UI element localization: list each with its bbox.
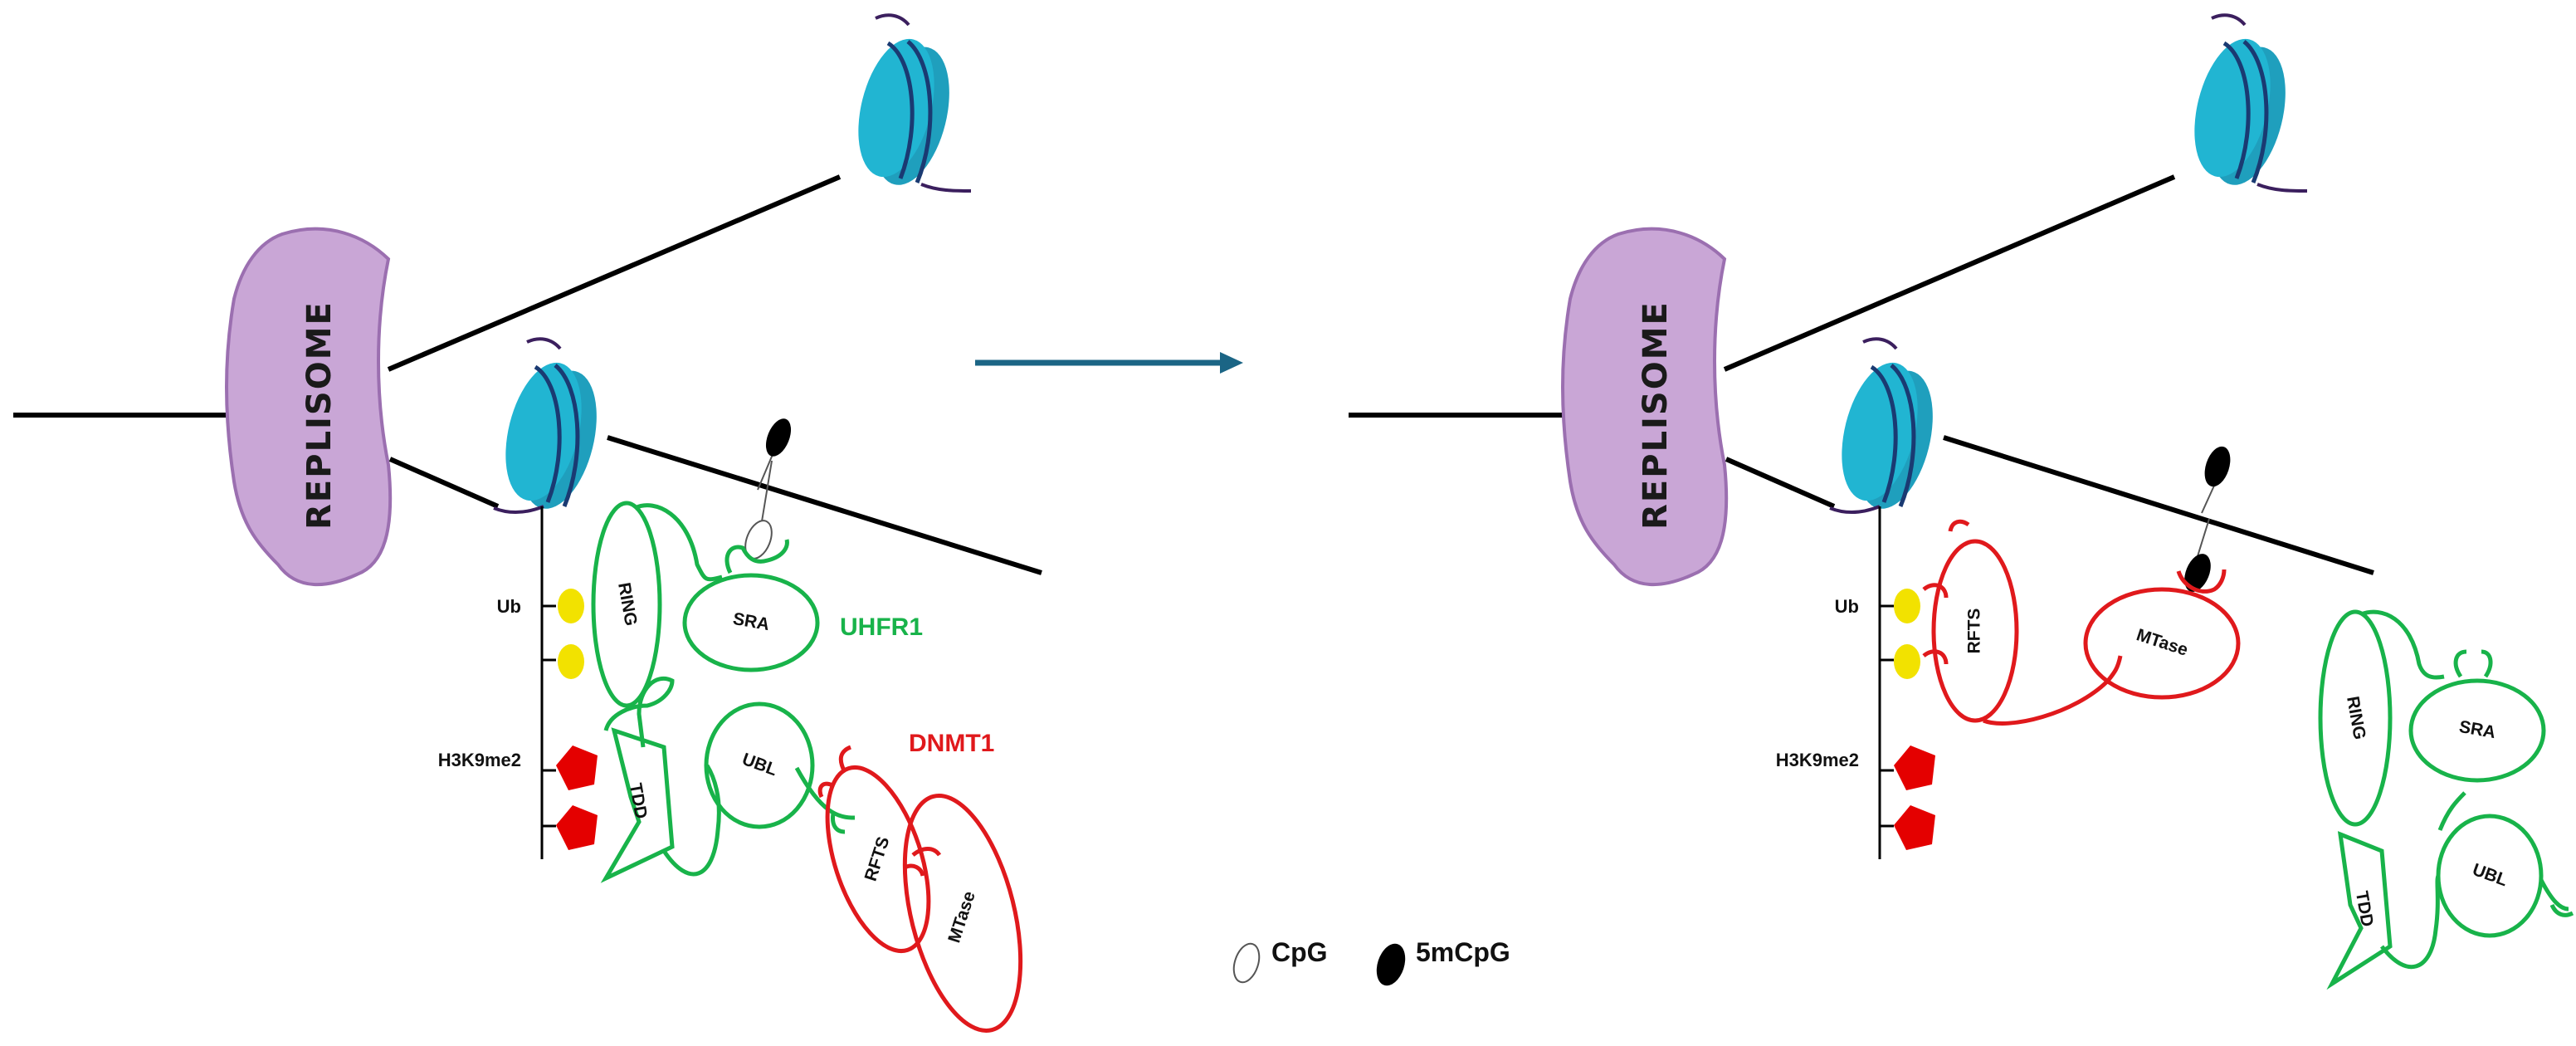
mtase-label: MTase [944, 889, 979, 946]
uhrf1-ring-domain-right [2318, 609, 2393, 827]
right-panel: REPLISOME Ub H3K9me2 [1349, 13, 2574, 990]
replisome-label: REPLISOME [300, 301, 339, 530]
tdd-label: TDD [626, 782, 651, 821]
h3k9me2-mark-1 [556, 745, 598, 790]
h3k9me2-mark-2 [556, 805, 598, 850]
ubiquitin-2-right [1894, 644, 1920, 679]
dnmt1-mtase-domain [902, 794, 1023, 1033]
uhrf1-complex [591, 501, 856, 883]
dnmt1-mtase-domain-right [2083, 587, 2241, 700]
5mcpg-daughter-right [2184, 554, 2211, 592]
tdd-label-right: TDD [2352, 890, 2377, 929]
ub-label: Ub [497, 596, 521, 617]
transition-arrow [975, 352, 1243, 374]
dnmt1-rfts-domain-right [1931, 539, 2019, 723]
ubl-label-right: UBL [2470, 860, 2510, 890]
lagging-strand [607, 435, 1042, 575]
leading-strand [387, 174, 842, 372]
rfts-label-right: RFTS [1965, 609, 1984, 654]
nucleosome-top [858, 13, 972, 193]
uhrf1-linker-ring-sra [633, 503, 723, 582]
ring-label: RING [614, 581, 641, 628]
nucleosome-bottom-right [1829, 337, 1933, 514]
dnmt1-complex-right [1922, 519, 2241, 726]
nucleosome-top-right [2194, 13, 2308, 193]
lagging-strand-start [388, 457, 500, 509]
legend-5mcpg-icon [1376, 943, 1406, 986]
uhrf1-ring-domain [591, 501, 662, 708]
uhrf1-tdd-domain-right [2326, 831, 2393, 990]
5mcpg-parental-right [2204, 446, 2231, 487]
ring-label-right: RING [2343, 695, 2369, 741]
ub-label-right: Ub [1835, 596, 1859, 617]
legend: CpG 5mCpG [1232, 937, 1510, 986]
dnmt1-complex [817, 745, 1023, 1033]
dnmt1-rfts-domain [825, 765, 931, 954]
uhrf1-complex-right [2318, 609, 2574, 990]
legend-cpg-icon [1232, 942, 1261, 984]
uhrf1-ubl-domain [704, 701, 815, 829]
replisome-right [1561, 227, 1729, 587]
ubl-label: UBL [739, 750, 780, 780]
ubiquitin-1 [558, 589, 584, 623]
uhrf1-tdd-domain [600, 727, 675, 883]
dnmt1-name: DNMT1 [909, 730, 994, 757]
lagging-strand-right [1943, 435, 2374, 575]
uhrf1-sra-domain-right [2408, 678, 2546, 783]
left-panel: REPLISOME [13, 13, 1042, 1033]
h3k9me2-mark-2-right [1894, 805, 1935, 850]
sra-label-right: SRA [2457, 717, 2497, 742]
mtase-label-right: MTase [2134, 625, 2190, 660]
h3k9me2-mark-1-right [1894, 745, 1935, 790]
sra-pocket [724, 539, 789, 574]
replisome-label-right: REPLISOME [1637, 301, 1675, 530]
replisome [225, 227, 393, 587]
h3k9me2-label-right: H3K9me2 [1776, 750, 1859, 770]
uhrf1-sra-domain [682, 573, 820, 672]
legend-5mcpg-label: 5mCpG [1416, 937, 1510, 967]
h3k9me2-label: H3K9me2 [438, 750, 521, 770]
legend-cpg-label: CpG [1271, 937, 1328, 967]
rfts-label: RFTS [861, 834, 894, 883]
leading-strand-right [1723, 174, 2176, 372]
sra-label: SRA [731, 609, 771, 634]
ubiquitin-1-right [1894, 589, 1920, 623]
uhrf1-name: UHFR1 [840, 613, 923, 641]
lagging-strand-start-right [1725, 457, 1836, 509]
ubiquitin-2 [558, 644, 584, 679]
nucleosome-bottom [493, 337, 597, 514]
5mcpg-parental [765, 418, 792, 457]
